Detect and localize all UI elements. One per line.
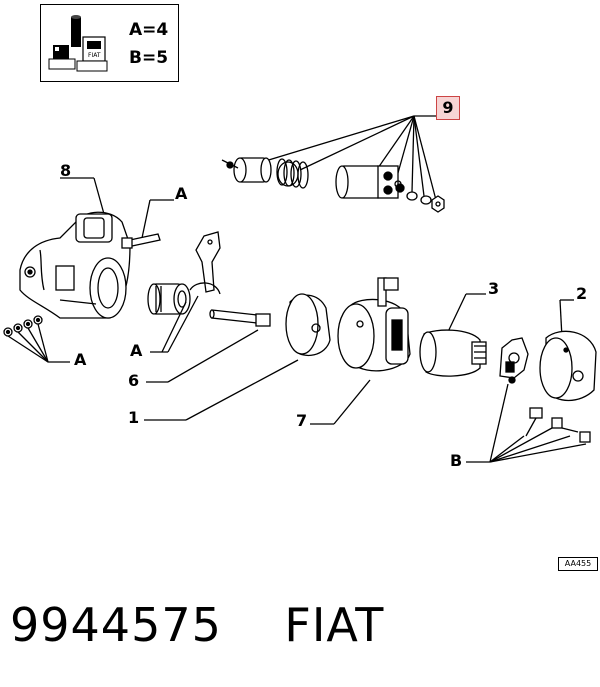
quantity-legend-box: FIAT A=4 B=5: [40, 4, 179, 82]
callout-a-top: A: [175, 184, 188, 203]
callout-b-group: B: [450, 451, 463, 470]
solenoid-plunger-part: [221, 157, 272, 183]
footer-title: 9944575 FIAT: [10, 598, 384, 652]
quantity-b-label: B=5: [129, 48, 169, 68]
drive-end-housing-part: [19, 177, 131, 319]
armature-part: [419, 293, 487, 377]
intermediate-plate-part: [144, 293, 331, 421]
shift-fork-part: [150, 231, 221, 353]
callout-part-9: 9: [436, 96, 460, 120]
solenoid-body-part: [335, 165, 402, 199]
footer-brand: FIAT: [284, 598, 385, 652]
end-cover-part: [539, 299, 597, 402]
leader-lines-part-9: [251, 115, 437, 201]
callout-part-7: 7: [296, 411, 308, 430]
screws-a-top: [121, 199, 174, 249]
solenoid-spring-part: [276, 158, 309, 189]
solenoid-nuts-washers: [395, 183, 445, 213]
bolt-screw-package-icon: FIAT: [48, 15, 108, 72]
armature-shaft-part: [146, 309, 271, 383]
svg-text:FIAT: FIAT: [88, 52, 101, 59]
callout-part-1: 1: [128, 408, 140, 427]
callout-part-2: 2: [576, 284, 588, 303]
brush-plate-part: [499, 337, 529, 379]
quantity-a-label: A=4: [129, 20, 169, 40]
callout-part-6: 6: [128, 371, 140, 390]
callout-a-bottom: A: [74, 350, 87, 369]
brushes-screws-b: [466, 376, 591, 463]
washers-a-bottom: [3, 315, 70, 363]
callout-part-8: 8: [60, 161, 72, 180]
drawing-reference-code: AA455: [558, 557, 598, 571]
callout-a-middle: A: [130, 341, 143, 360]
callout-part-3: 3: [488, 279, 500, 298]
drive-pinion-part: [147, 283, 191, 315]
field-housing-part: [310, 277, 411, 425]
footer-part-number: 9944575: [10, 598, 222, 652]
